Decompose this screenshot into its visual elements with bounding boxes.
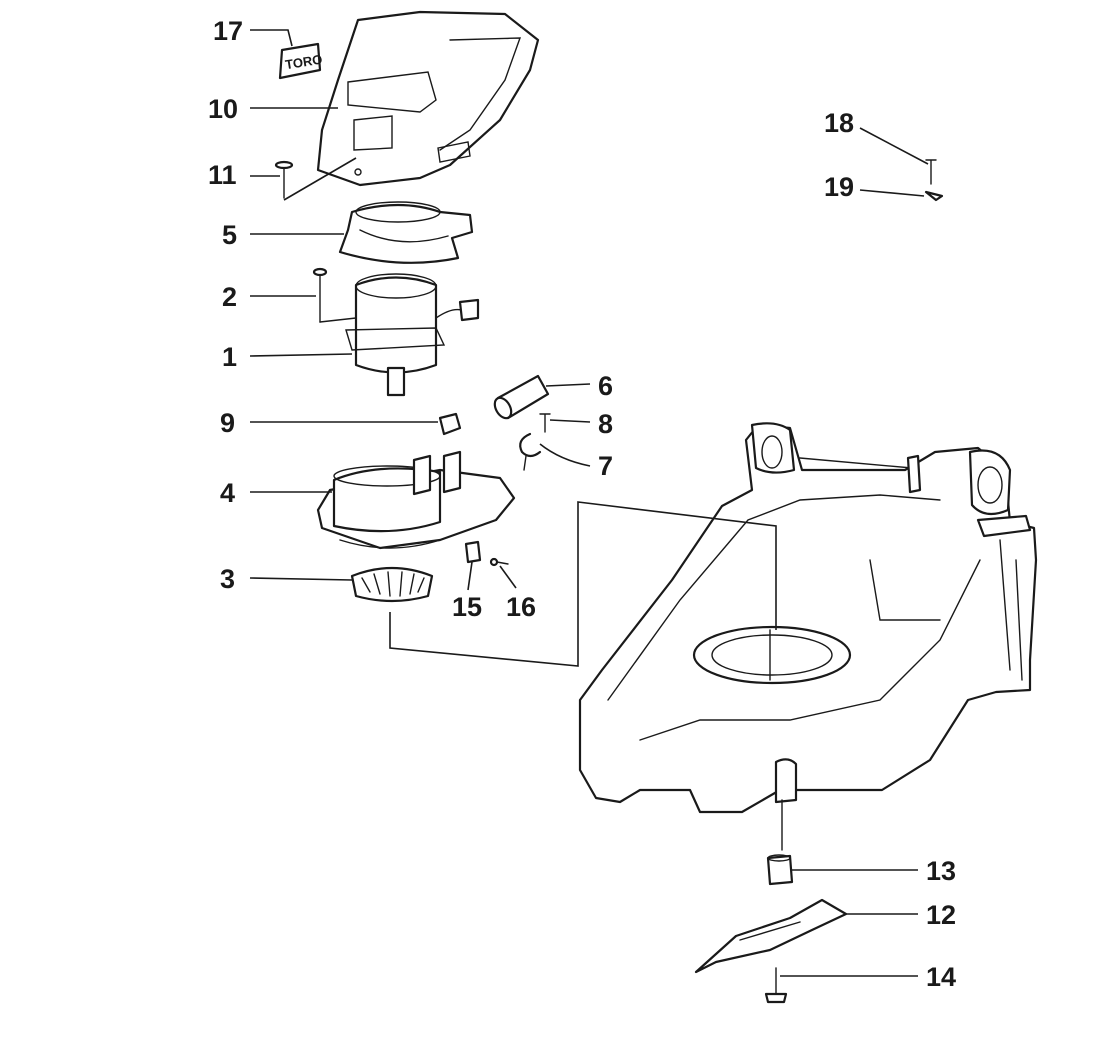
callout-17: 17: [213, 16, 243, 46]
part-12-blade: [694, 898, 848, 974]
leader-lines: [249, 29, 929, 977]
part-2-screw: [312, 267, 328, 323]
callout-7: 7: [598, 451, 613, 481]
part-10-motor-cover: [316, 10, 540, 187]
callout-19: 19: [824, 172, 854, 202]
part-3-fan: [350, 566, 434, 603]
callout-4: 4: [220, 478, 235, 508]
part-11-screw: [274, 160, 294, 199]
part-6-roller: [493, 374, 550, 420]
part-5-air-duct: [338, 201, 474, 264]
callout-13: 13: [926, 856, 956, 886]
callout-labels: 17 10 11 5 2 1 9 4 3 6 8 7 15 16 18 19 1…: [208, 16, 956, 992]
logo-text: TORO: [284, 52, 323, 73]
callout-2: 2: [222, 282, 237, 312]
callout-16: 16: [506, 592, 536, 622]
part-8-pin: [539, 413, 551, 433]
callout-10: 10: [208, 94, 238, 124]
assembly-guide-lines: [283, 157, 777, 667]
callout-14: 14: [926, 962, 956, 992]
part-7-clip-ring: [519, 432, 542, 471]
mower-deck: [578, 422, 1038, 851]
part-17-logo-badge: TORO: [278, 42, 323, 80]
callout-6: 6: [598, 371, 613, 401]
part-16-screw: [489, 557, 509, 567]
part-9-clip: [438, 412, 462, 436]
callout-3: 3: [220, 564, 235, 594]
callout-9: 9: [220, 408, 235, 438]
callout-15: 15: [452, 592, 482, 622]
part-18-screw: [925, 159, 937, 185]
callout-8: 8: [598, 409, 613, 439]
part-19-washer: [924, 190, 944, 202]
callout-12: 12: [926, 900, 956, 930]
part-1-motor: [319, 273, 480, 397]
callout-5: 5: [222, 220, 237, 250]
part-4-motor-housing: [316, 450, 516, 550]
callout-11: 11: [208, 160, 237, 190]
part-14-blade-bolt: [764, 967, 788, 1004]
part-15-nut: [464, 540, 482, 564]
part-13-blade-adapter: [766, 854, 794, 886]
callout-1: 1: [222, 342, 237, 372]
callout-18: 18: [824, 108, 854, 138]
